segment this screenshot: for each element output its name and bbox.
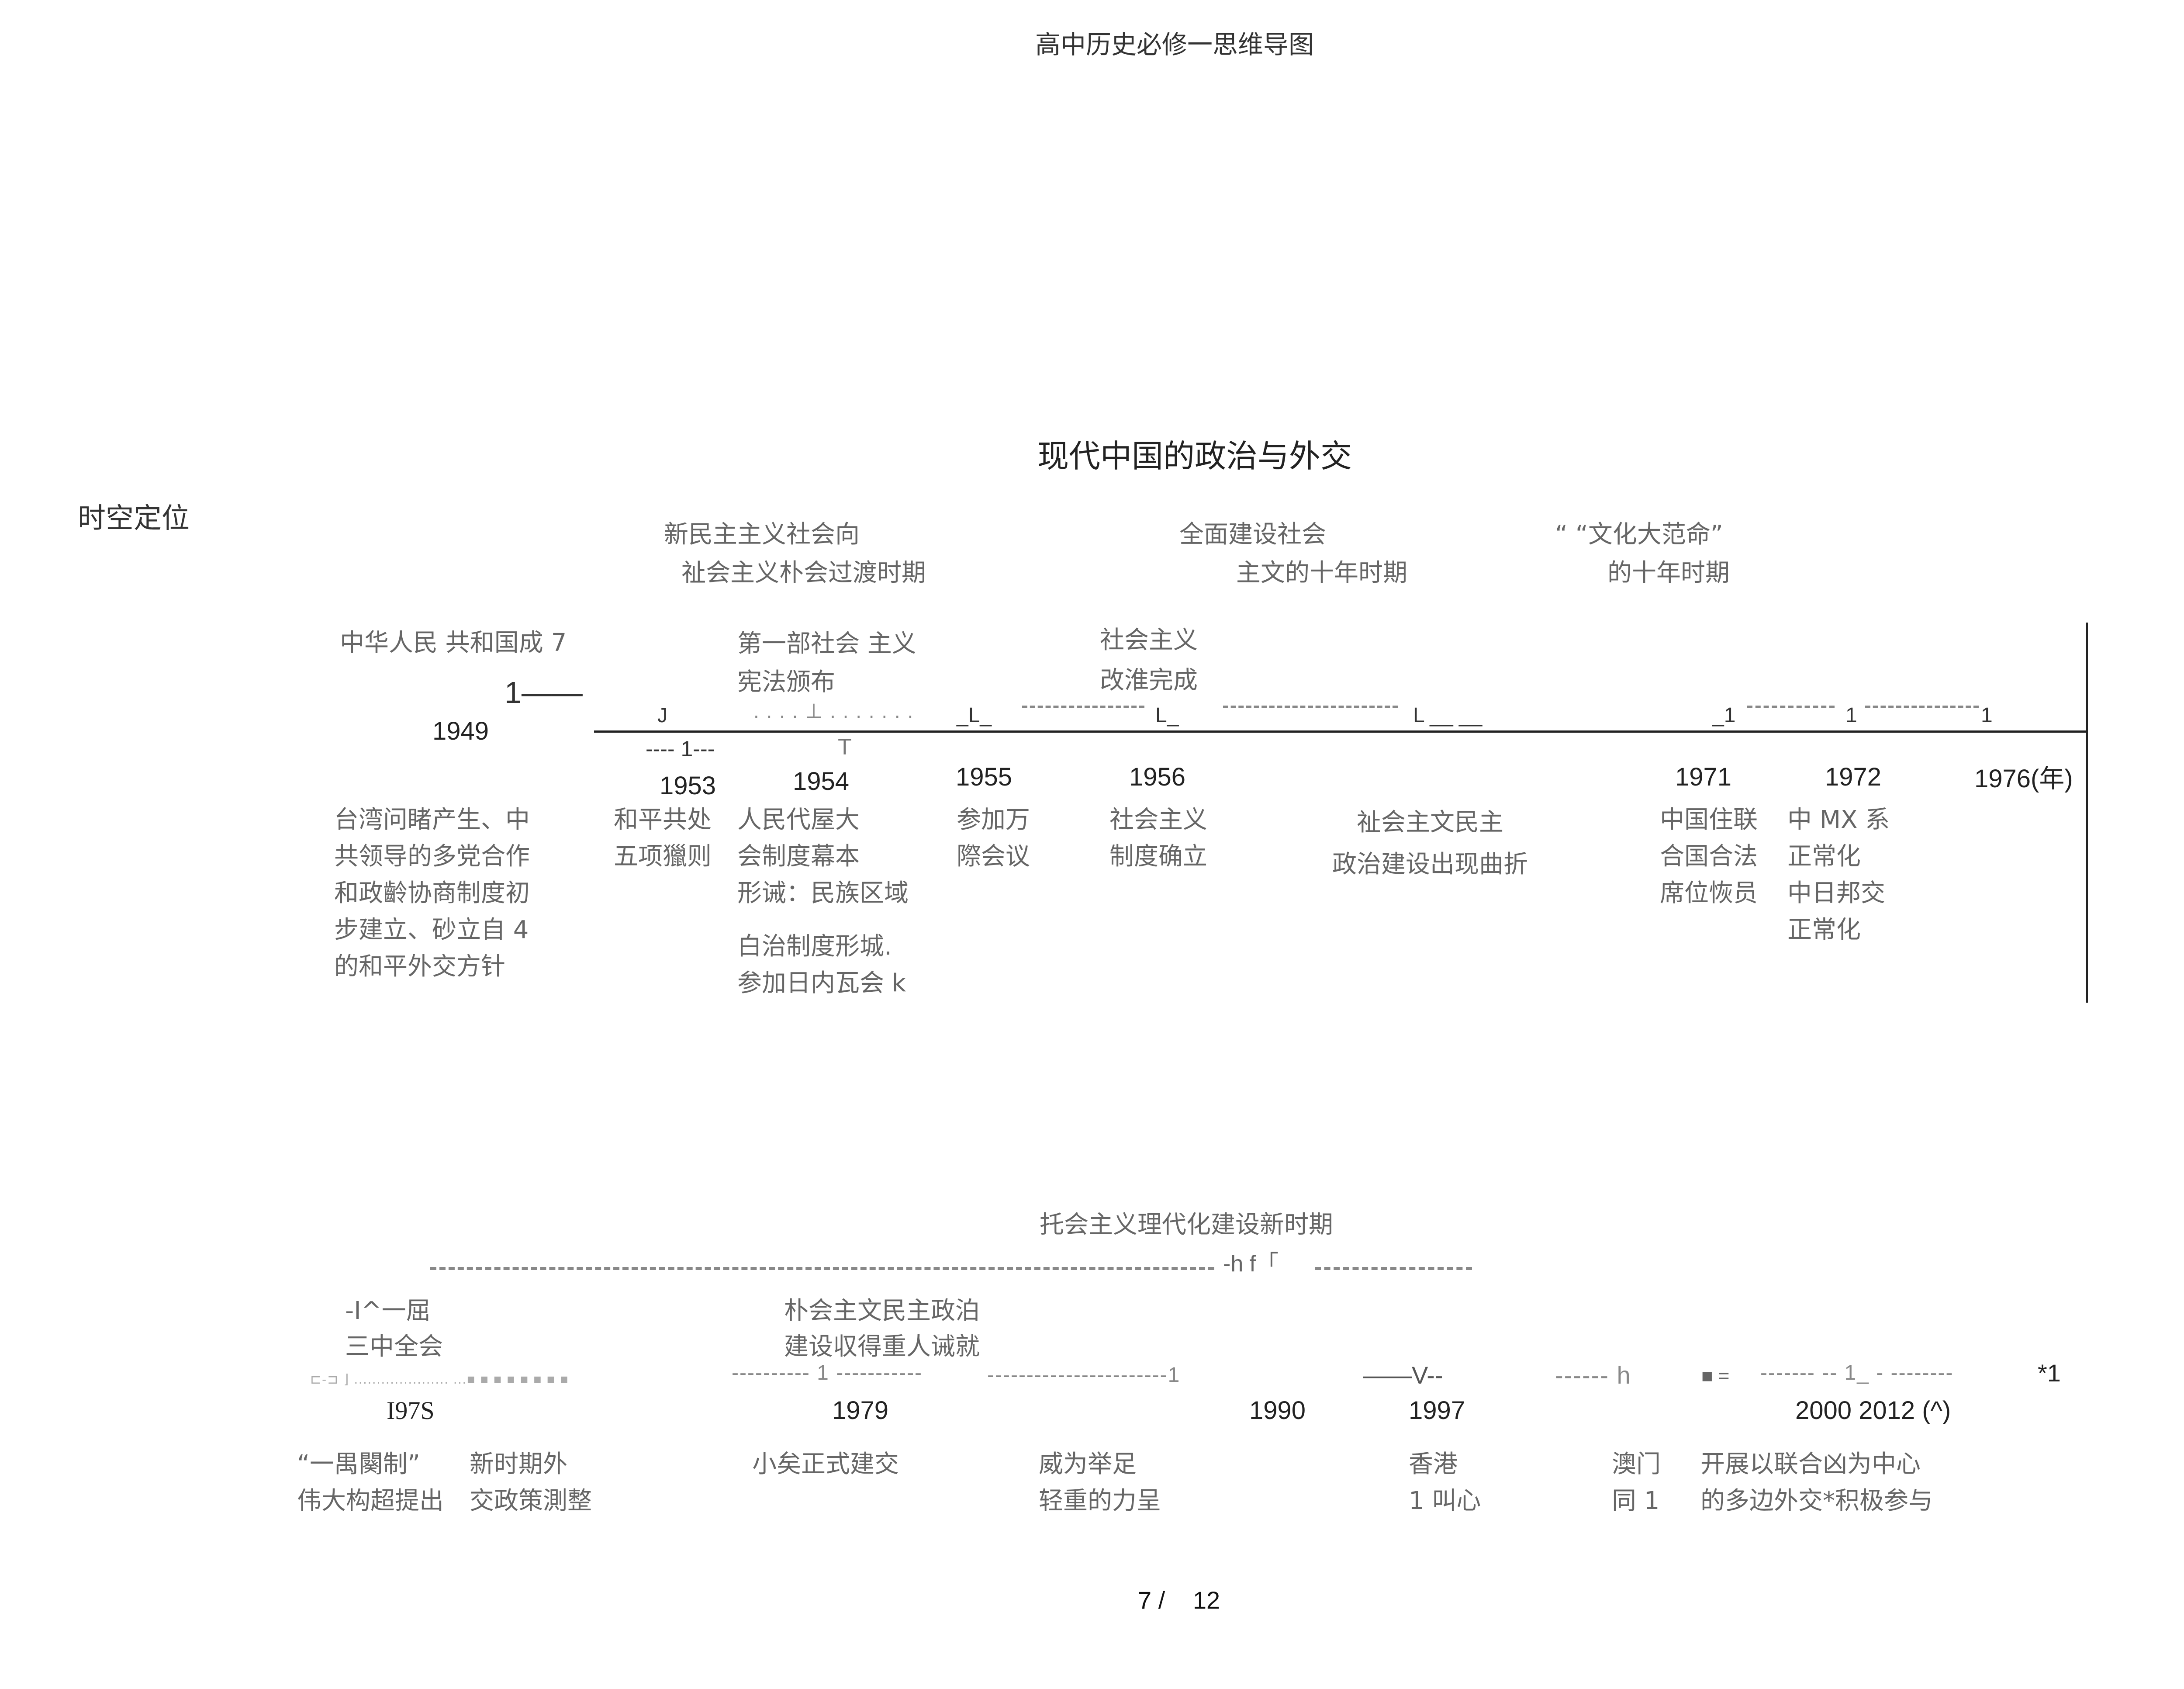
axis-mark-1949: 1—— [505, 675, 583, 710]
year-1990: 1990 [1249, 1396, 1306, 1425]
axis-dash [1223, 706, 1398, 708]
axis-mark-1978: ⊏-⊐ ⌋ ..................... ...■ ■ ■ ■ ■… [310, 1372, 569, 1387]
axis-mark-end: *1 [2038, 1359, 2061, 1387]
period-line: 新民主主义社会向 [664, 520, 860, 549]
year-1955: 1955 [956, 763, 1013, 791]
year-1953: 1953 [660, 772, 716, 800]
year-1978: I97S [387, 1396, 435, 1425]
event-sino-us-relations: 小矣正式建交 [752, 1450, 899, 1478]
event-1971-un-seat: 中国住联 合国合法 席位恢员 [1660, 806, 1758, 907]
section-label: 时空定位 [78, 502, 190, 535]
year-1949: 1949 [432, 717, 489, 745]
period-bracket-line [1315, 1267, 1472, 1270]
period-transition: 新民主主义社会向 祉会主义朴会过渡时期 [664, 516, 926, 592]
period-cultural-revolution: “ “文化大范命” 的十年时期 [1555, 516, 1730, 592]
period-line: “ “文化大范命” [1555, 520, 1723, 549]
event-1954-npc-system: 人民代屋大 会制度幕本 形诫：民族区域 [737, 806, 909, 907]
period-bracket-line [430, 1267, 1214, 1270]
event-first-constitution: 第一部社会 主义 宪法颁布 [737, 630, 916, 696]
page-separator: / [1158, 1586, 1165, 1614]
event-prc-founded: 中华人民 共和国成 7 [340, 629, 567, 657]
year-2000-2012: 2000 2012 (^) [1795, 1396, 1951, 1425]
axis-dash [1022, 706, 1144, 708]
event-1956-socialism-established: 社会主义 制度确立 [1109, 806, 1207, 871]
event-hong-kong-return: 香港 1 叫心 [1409, 1450, 1481, 1515]
year-1954: 1954 [793, 767, 850, 796]
axis-mark-1954-top: . . . . ⊥ . . . . . . . [753, 699, 914, 722]
event-1949-details: 台湾问睹产生、中 共领导的多党合作 和政齡协商制度初 步建立、砂立自 4 的和平… [334, 806, 530, 981]
page-title: 现代中国的政治与外交 [1037, 438, 1352, 474]
event-third-plenum: -I^一屈 三中全会 [345, 1297, 443, 1361]
event-macau-return: 澳门 同 1 [1612, 1450, 1661, 1515]
page-number: 7 / 12 [1138, 1586, 1220, 1614]
axis-mark-1954-bottom: T [838, 734, 852, 760]
timeline-end-bar [2086, 623, 2088, 1003]
axis-mark-2012: ------- -- 1_ - -------- [1760, 1361, 1954, 1384]
event-1955-bandung: 参加万 際会议 [957, 806, 1030, 871]
event-foreign-policy-adjustment: 新时期外 交政策測整 [470, 1450, 592, 1515]
year-1956: 1956 [1129, 763, 1186, 791]
event-socialist-transformation: 社会主义 改淮完成 [1100, 626, 1198, 695]
timeline-axis [594, 730, 2088, 733]
year-1997: 1997 [1409, 1396, 1465, 1425]
axis-mark-1971: _1 [1712, 704, 1736, 727]
event-1953-peaceful-coexistence: 和平共处 五项獵则 [614, 806, 712, 871]
axis-mark-1972: 1 [1845, 704, 1857, 727]
year-1971: 1971 [1675, 763, 1732, 791]
year-1972: 1972 [1825, 763, 1882, 791]
event-democracy-setback: 祉会主文民主 政治建设出现曲折 [1332, 808, 1528, 879]
axis-mark-1956: L_ [1155, 704, 1179, 727]
axis-mark-1976: 1 [1981, 704, 1993, 727]
period-modernization: 托会主义理代化建设新时期 [1040, 1211, 1333, 1239]
period-line: 主文的十年时期 [1236, 559, 1407, 587]
axis-mark-1990: -----------------------1 [987, 1364, 1181, 1387]
event-pivotal-power: 威为举足 轻重的力呈 [1039, 1450, 1161, 1515]
event-democracy-achievements: 朴会主文民主政泊 建设収得重人诫就 [784, 1297, 980, 1361]
event-multilateral-diplomacy: 开展以联合凶为中心 的多边外交*积极参与 [1700, 1450, 1933, 1515]
event-1972-normalization: 中 MX 系 正常化 中日邦交 正常化 [1787, 806, 1890, 944]
axis-mark-1979: ---------- 1 ----------- [732, 1361, 923, 1384]
axis-dash [1747, 706, 1835, 708]
year-1976: 1976(年) [1974, 765, 2073, 793]
axis-dash [1865, 706, 1979, 708]
axis-mark-1955: _L_ [957, 704, 992, 727]
page-total: 12 [1192, 1586, 1220, 1614]
axis-mark-macau: ------ h [1555, 1361, 1631, 1389]
period-line: 全面建设社会 [1179, 520, 1326, 549]
period-line: 祉会主义朴会过渡时期 [681, 559, 926, 587]
axis-mark-1953: ---- 1--- [646, 737, 715, 761]
event-one-country-two-systems: “一禺闋制” 伟大构超提出 [297, 1450, 444, 1515]
year-1979: 1979 [832, 1396, 889, 1425]
document-header-title: 高中历史必修一思维导图 [1035, 30, 1314, 59]
page-current: 7 [1138, 1586, 1152, 1614]
event-1954-geneva: 白治制度形城. 参加日内瓦会 k [737, 932, 906, 997]
axis-mark-l3: L __ __ [1413, 704, 1482, 727]
period-bracket-mark: -h f「 [1223, 1251, 1279, 1277]
axis-mark-j: J [657, 704, 667, 727]
period-full-construction: 全面建设社会 主文的十年时期 [1179, 516, 1407, 592]
axis-mark-1997: ——V-- [1363, 1361, 1443, 1389]
period-line: 的十年时期 [1607, 559, 1730, 587]
axis-mark-2000: ■ = [1701, 1365, 1730, 1387]
